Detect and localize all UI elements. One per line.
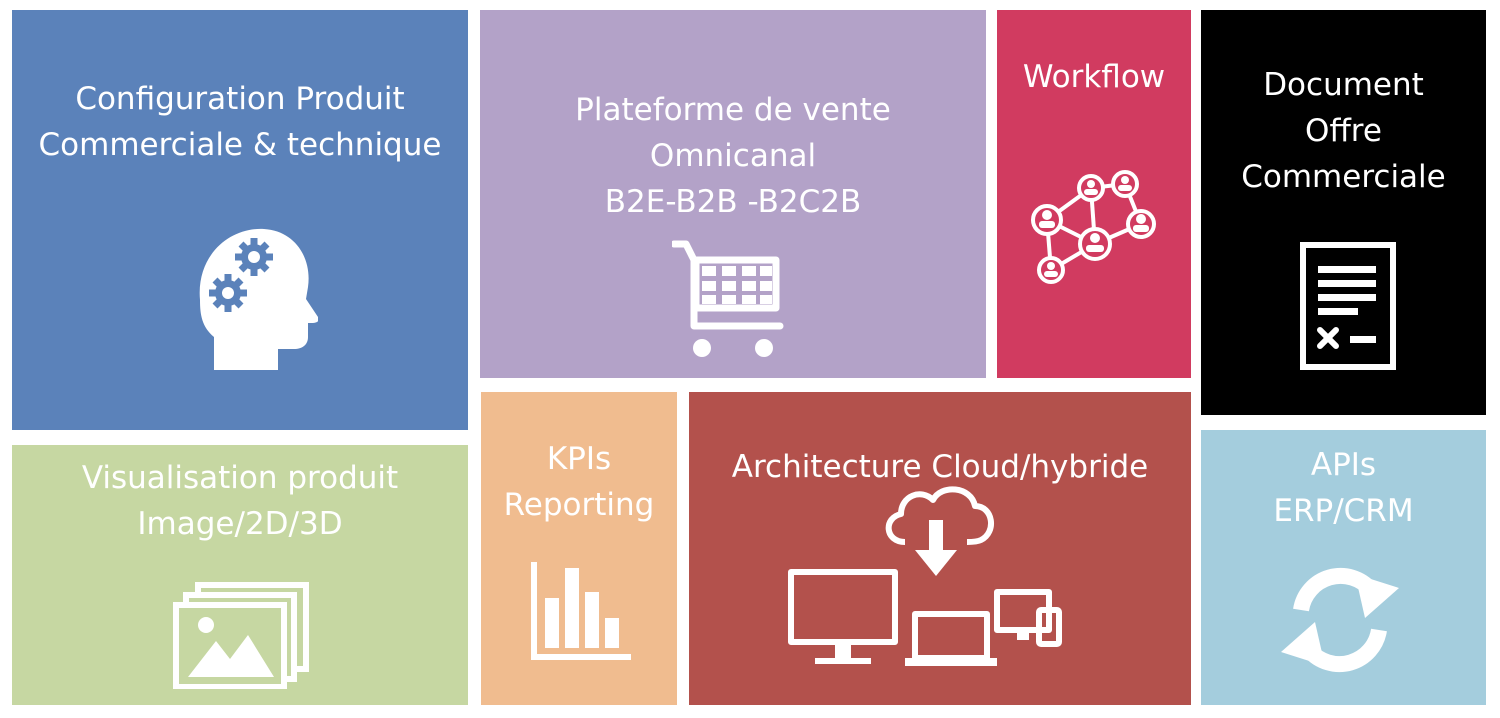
title-line: Configuration Produit xyxy=(75,81,405,117)
bar-chart-icon xyxy=(529,562,631,662)
title-line: Visualisation produit xyxy=(81,460,399,496)
tile-title: APIs ERP/CRM xyxy=(1201,442,1486,534)
tile-title: Visualisation produit Image/2D/3D xyxy=(12,455,468,547)
tile-visualisation: Visualisation produit Image/2D/3D xyxy=(12,445,468,705)
cloud-devices-icon xyxy=(781,480,1071,680)
shopping-cart-icon xyxy=(672,238,788,360)
tile-apis: APIs ERP/CRM xyxy=(1201,430,1486,705)
tile-platform: Plateforme de vente Omnicanal B2E-B2B -B… xyxy=(480,10,986,378)
title-line: Image/2D/3D xyxy=(137,506,343,542)
tile-architecture: Architecture Cloud/hybride xyxy=(689,392,1191,705)
head-gears-icon xyxy=(190,225,318,370)
tile-title: KPIs Reporting xyxy=(481,436,677,528)
tile-title: Architecture Cloud/hybride xyxy=(689,444,1191,490)
title-line: APIs xyxy=(1310,447,1377,483)
title-line: KPIs xyxy=(546,441,612,477)
title-line: Omnicanal xyxy=(649,138,817,174)
title-line: Plateforme de vente xyxy=(575,92,891,128)
tile-title: Configuration Produit Commerciale & tech… xyxy=(12,76,468,168)
tile-title: Workflow xyxy=(997,54,1191,100)
tile-kpi: KPIs Reporting xyxy=(481,392,677,705)
document-icon xyxy=(1300,242,1396,370)
title-line: Architecture Cloud/hybride xyxy=(731,449,1149,485)
tile-configuration: Configuration Produit Commerciale & tech… xyxy=(12,10,468,430)
title-line: Offre xyxy=(1305,113,1382,149)
title-line: B2E-B2B -B2C2B xyxy=(604,184,862,220)
tile-title: Plateforme de vente Omnicanal B2E-B2B -B… xyxy=(480,87,986,225)
tile-document: Document Offre Commerciale xyxy=(1201,10,1486,415)
sync-arrows-icon xyxy=(1275,560,1405,680)
title-line: ERP/CRM xyxy=(1273,493,1414,529)
network-people-icon xyxy=(1029,170,1157,290)
title-line: Commerciale xyxy=(1241,159,1446,195)
title-line: Document xyxy=(1263,67,1424,103)
images-icon xyxy=(172,581,310,689)
title-line: Workflow xyxy=(1022,59,1166,95)
title-line: Commerciale & technique xyxy=(38,127,442,163)
title-line: Reporting xyxy=(503,487,655,523)
tile-workflow: Workflow xyxy=(997,10,1191,378)
tile-title: Document Offre Commerciale xyxy=(1201,62,1486,200)
